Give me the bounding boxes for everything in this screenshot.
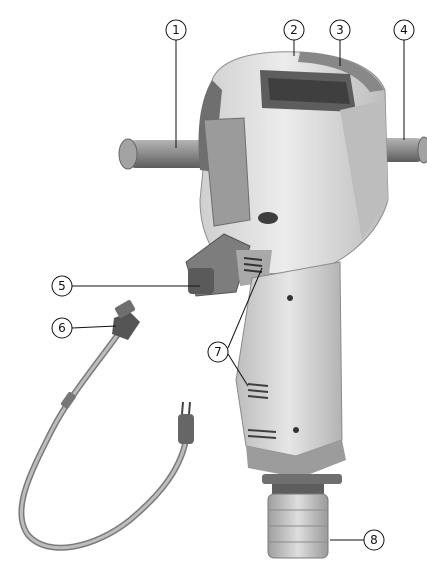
callout-7: 7 bbox=[207, 341, 229, 363]
power-cable bbox=[18, 323, 189, 551]
tool-chuck bbox=[262, 474, 342, 559]
side-handle-left bbox=[118, 138, 216, 170]
svg-text:8: 8 bbox=[370, 533, 378, 547]
callout-8: 8 bbox=[363, 529, 385, 551]
svg-text:4: 4 bbox=[400, 23, 408, 37]
callout-5: 5 bbox=[51, 275, 73, 297]
lower-housing bbox=[235, 261, 346, 478]
svg-text:2: 2 bbox=[290, 23, 298, 37]
callout-1: 1 bbox=[165, 19, 187, 41]
power-plug-icon bbox=[178, 401, 194, 444]
svg-text:6: 6 bbox=[58, 321, 66, 335]
svg-text:5: 5 bbox=[58, 279, 66, 293]
callout-3: 3 bbox=[329, 19, 351, 41]
cable-connector-icon bbox=[112, 300, 140, 340]
svg-text:7: 7 bbox=[214, 345, 222, 359]
leader-lines bbox=[71, 40, 405, 541]
motor-housing bbox=[198, 51, 389, 276]
vent-slots-icon bbox=[243, 257, 263, 273]
callout-2: 2 bbox=[283, 19, 305, 41]
svg-text:3: 3 bbox=[336, 23, 344, 37]
callout-6: 6 bbox=[51, 317, 73, 339]
svg-text:1: 1 bbox=[172, 23, 180, 37]
callout-4: 4 bbox=[393, 19, 415, 41]
